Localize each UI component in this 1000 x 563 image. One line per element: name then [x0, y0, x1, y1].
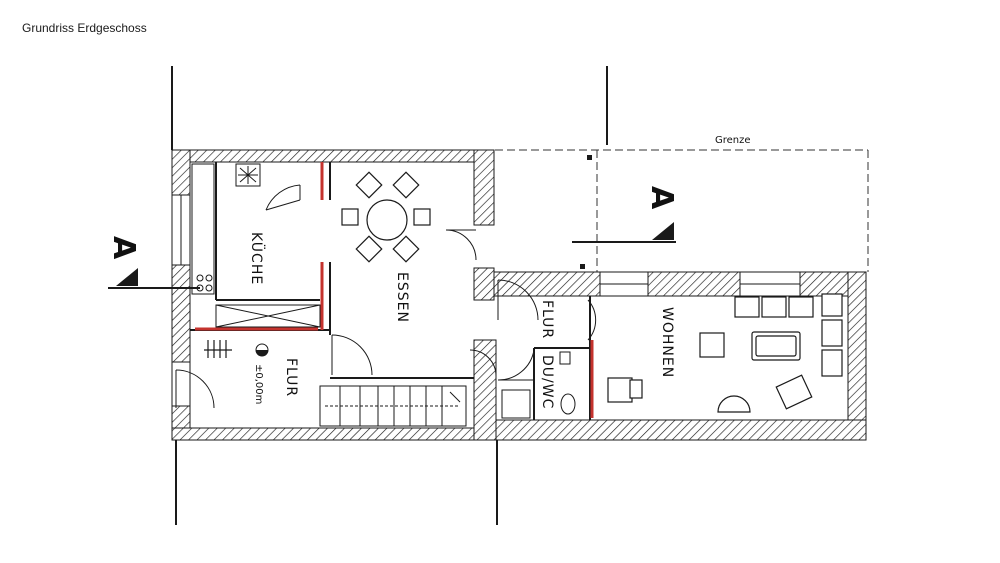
- section-marker-left: A: [106, 236, 200, 289]
- kitchen-counter: [191, 163, 321, 328]
- annex-doors: [469, 279, 597, 381]
- patio-door: [445, 229, 477, 261]
- coat-rack: [204, 340, 232, 358]
- room-label-essen: ESSEN: [394, 272, 410, 323]
- section-marker-right: A: [572, 186, 679, 243]
- staircase: [319, 385, 467, 427]
- living-furniture: [607, 293, 843, 413]
- accent-walls: [195, 162, 594, 418]
- page-title: Grundriss Erdgeschoss: [22, 21, 147, 35]
- room-label-wohnen: WOHNEN: [659, 307, 675, 378]
- section-mark-a-left: A: [106, 236, 141, 260]
- kitchen-door: [265, 184, 301, 211]
- level-marker-icon: [255, 343, 269, 357]
- boundary-label: Grenze: [715, 135, 751, 146]
- section-mark-a-right: A: [644, 186, 679, 210]
- window-annex: [599, 271, 801, 297]
- room-label-du-wc: DU/WC: [539, 355, 555, 409]
- property-boundary: [495, 149, 869, 272]
- room-label-flur-main: FLUR: [283, 358, 299, 397]
- bathroom-fixtures: [501, 351, 576, 419]
- level-mark: ±0,00m: [253, 364, 264, 404]
- boundary-posts: [580, 155, 592, 269]
- dining-table: [341, 171, 431, 263]
- room-label-flur-small: FLUR: [539, 300, 555, 339]
- neighbour-lines: [171, 66, 608, 525]
- entrance-door: [175, 369, 215, 409]
- flur-door: [331, 334, 373, 376]
- room-label-kueche: KÜCHE: [248, 232, 266, 285]
